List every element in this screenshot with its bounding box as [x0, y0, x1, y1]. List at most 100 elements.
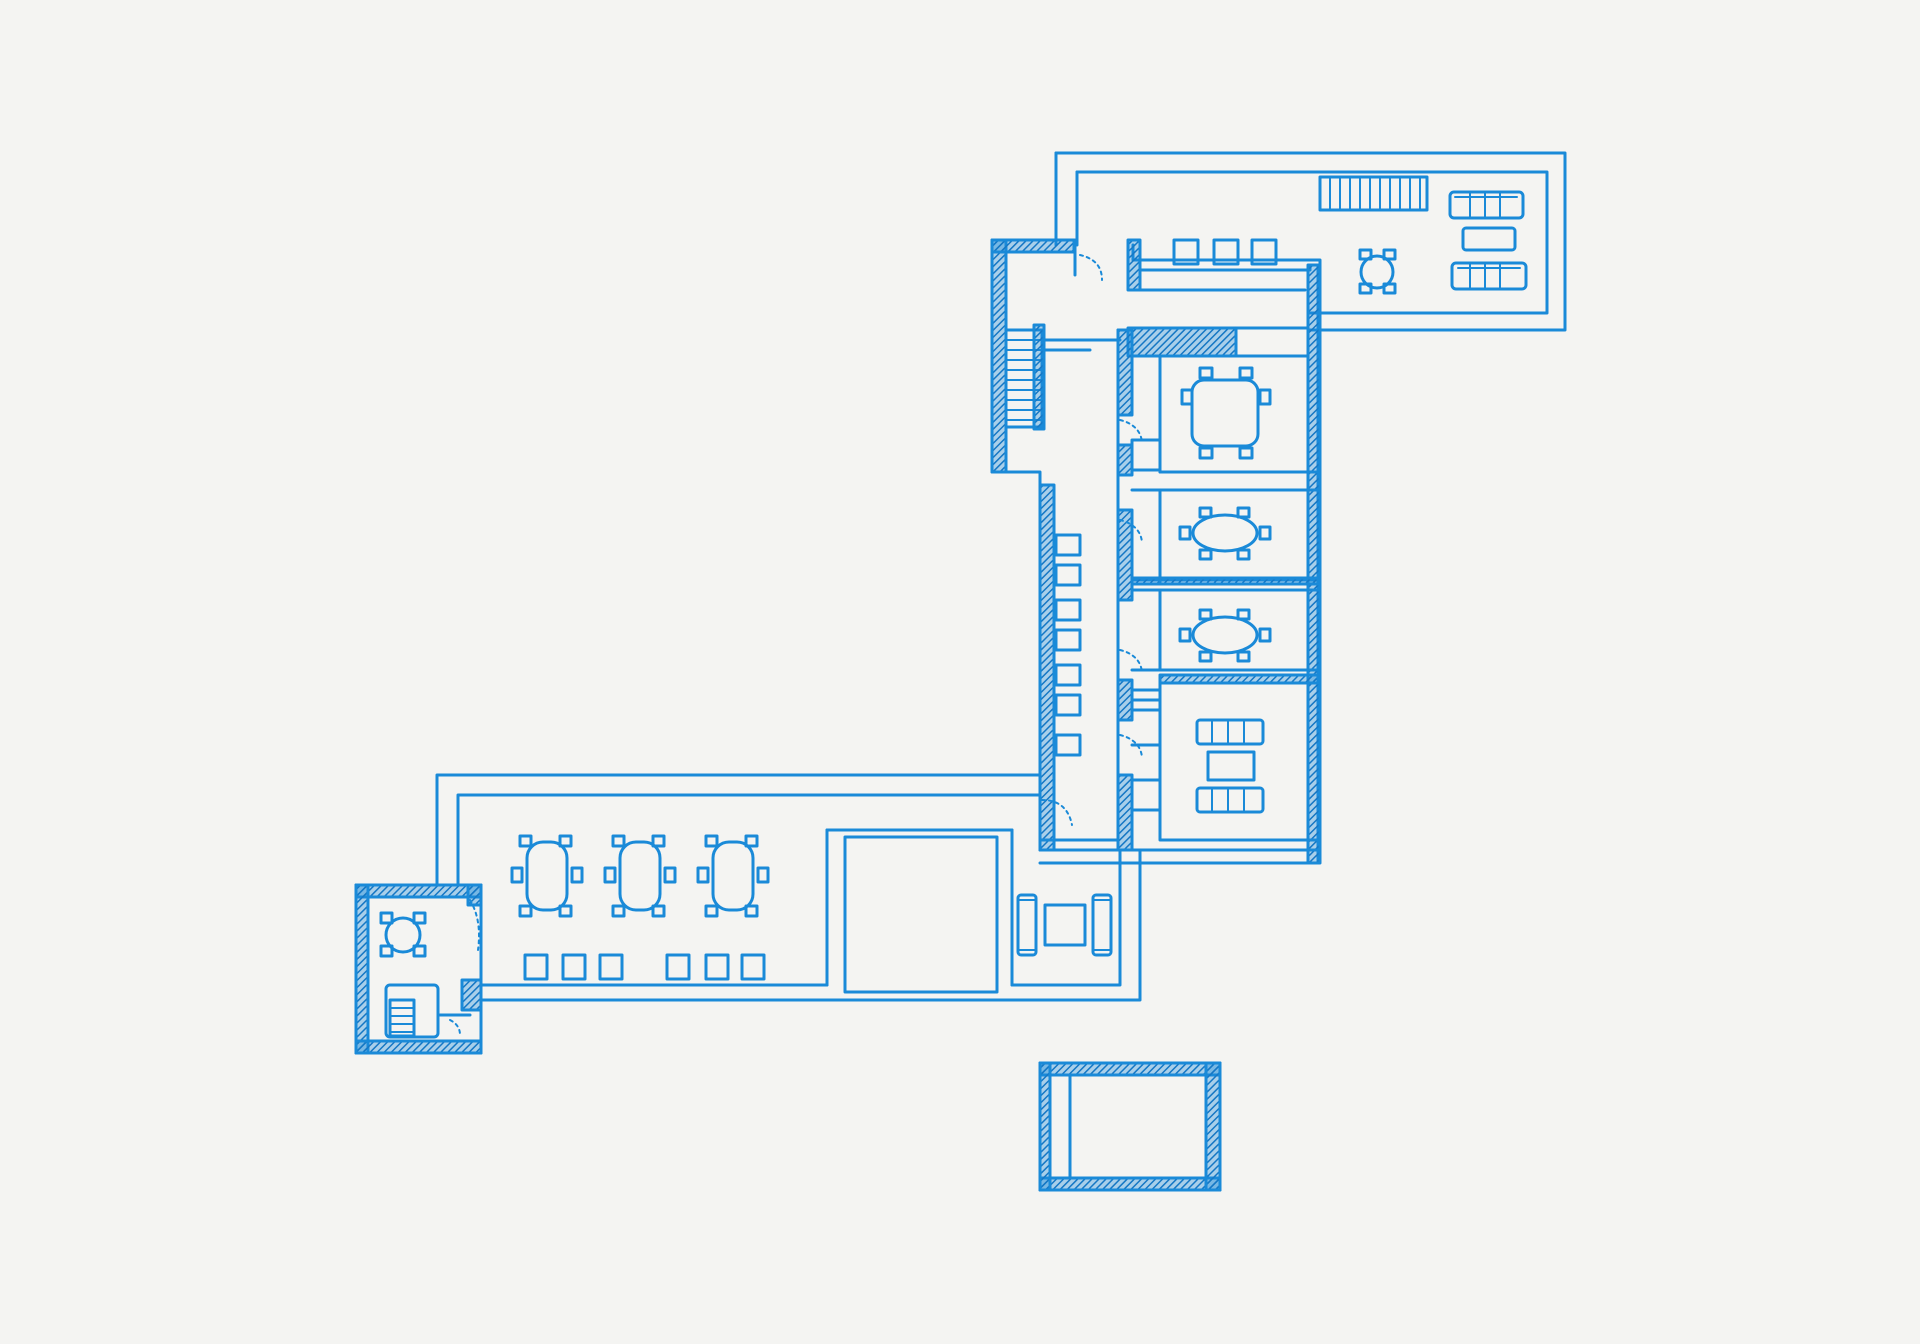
chair [1382, 282, 1397, 295]
chair [561, 953, 587, 981]
chair [1238, 446, 1254, 460]
chair [744, 834, 759, 848]
top-right-wing [1054, 151, 1567, 332]
wall [1116, 508, 1134, 602]
chair [665, 953, 691, 981]
sofa [1450, 261, 1528, 291]
chair [598, 953, 624, 981]
wall [1032, 323, 1046, 431]
wall [1158, 673, 1320, 685]
detached-box-outline [1038, 1061, 1222, 1192]
chair [518, 904, 533, 918]
round-table [1359, 254, 1395, 290]
wall [1116, 328, 1134, 417]
bottom-wing [435, 773, 1142, 1002]
bench [1054, 563, 1082, 587]
chair [1178, 627, 1192, 643]
chair [379, 911, 394, 925]
bench [1054, 628, 1082, 652]
table [1191, 513, 1259, 553]
sofa [1448, 190, 1525, 220]
courtyard [843, 835, 999, 994]
wall [1038, 1061, 1052, 1192]
wall [1038, 483, 1056, 852]
wall [354, 1039, 483, 1055]
chair [704, 904, 719, 918]
wall [354, 883, 370, 1055]
chair [1198, 366, 1214, 380]
chair [651, 834, 666, 848]
table [1191, 615, 1259, 655]
chair [1258, 525, 1272, 541]
bench [1054, 693, 1082, 717]
chair [1250, 238, 1278, 266]
chair [1238, 366, 1254, 380]
chair [744, 904, 759, 918]
chair [611, 834, 626, 848]
coffee-table [1043, 903, 1087, 947]
wall [1204, 1061, 1222, 1192]
chair [1198, 608, 1213, 621]
closet [1130, 778, 1162, 812]
chair [412, 944, 427, 958]
chair [558, 904, 573, 918]
bench [1054, 663, 1082, 687]
chair [1236, 608, 1251, 621]
chair [558, 834, 573, 848]
chair [1358, 282, 1373, 295]
table [1190, 378, 1260, 448]
chair [1198, 506, 1213, 519]
main-vertical-block [990, 238, 1322, 865]
bench [1054, 533, 1082, 557]
chair [1382, 248, 1397, 261]
chair [704, 953, 730, 981]
dining-table [525, 840, 569, 912]
stair-steps [388, 998, 416, 1038]
chair [740, 953, 766, 981]
chair [651, 904, 666, 918]
sofa [1461, 226, 1517, 252]
wall [1038, 1061, 1222, 1077]
round-table [384, 916, 422, 954]
chair [1236, 506, 1251, 519]
stair-block-top [1318, 175, 1429, 212]
chair [1172, 238, 1200, 266]
chair [1236, 548, 1251, 561]
stair-well [384, 983, 440, 1039]
chair [570, 866, 584, 884]
wall [1116, 773, 1134, 852]
chair [756, 866, 770, 884]
chair [518, 834, 533, 848]
wall [1038, 1176, 1222, 1192]
chair [1178, 525, 1192, 541]
chair [704, 834, 719, 848]
chair [1198, 446, 1214, 460]
wall [1130, 576, 1320, 586]
armchair [1091, 893, 1113, 957]
chair [1258, 388, 1272, 406]
wall [1126, 326, 1238, 358]
chair [696, 866, 710, 884]
chair [663, 866, 677, 884]
chair [1198, 548, 1213, 561]
bench [1054, 733, 1082, 757]
chair [1198, 650, 1213, 663]
chair [1180, 388, 1194, 406]
dining-table [618, 840, 662, 912]
wall [990, 238, 1076, 254]
chair [603, 866, 617, 884]
chair [1258, 627, 1272, 643]
left-pavilion [354, 883, 483, 1055]
chair [1212, 238, 1240, 266]
wall [990, 238, 1008, 474]
detached-box [1038, 1061, 1222, 1192]
pavilion-outline [354, 883, 483, 1055]
wall [354, 883, 483, 899]
coffee-table [1206, 750, 1256, 782]
bench [1054, 598, 1082, 622]
chair [611, 904, 626, 918]
chair [1236, 650, 1251, 663]
wall [1126, 238, 1142, 292]
sofa [1195, 786, 1265, 814]
